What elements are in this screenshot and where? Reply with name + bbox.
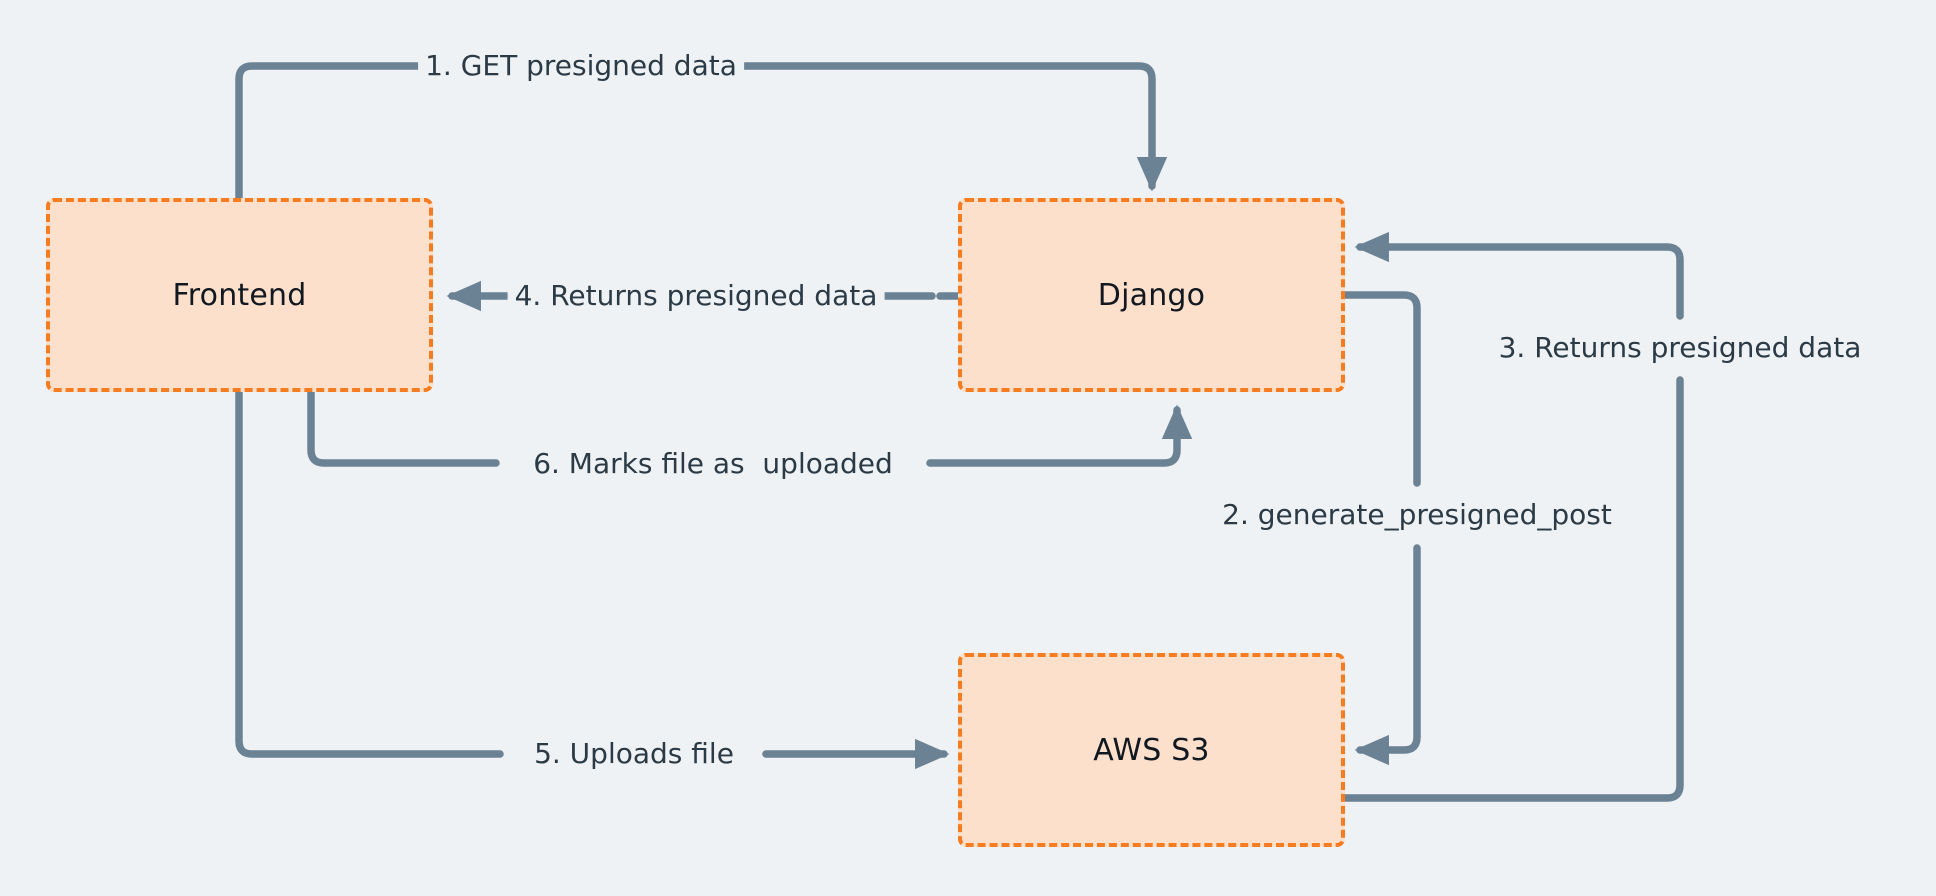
node-aws-s3-label: AWS S3 [1093, 732, 1210, 768]
edge-label-2: 2. generate_presigned_post [1215, 498, 1619, 532]
edge-2-path [1341, 291, 1421, 487]
edge-5-path [235, 388, 504, 758]
node-django-label: Django [1097, 277, 1206, 313]
edge-label-1: 1. GET presigned data [418, 49, 744, 83]
node-frontend[interactable]: Frontend [46, 198, 433, 392]
edge-2-path-b [1354, 544, 1421, 766]
edge-1-path-b [708, 62, 1168, 192]
node-aws-s3[interactable]: AWS S3 [958, 653, 1345, 847]
edge-3-path-b [1354, 231, 1684, 320]
edge-label-6: 6. Marks file as uploaded [526, 447, 900, 481]
edge-6-path-b [926, 404, 1193, 467]
node-django[interactable]: Django [958, 198, 1345, 392]
node-frontend-label: Frontend [172, 277, 307, 313]
edge-3-path [1341, 376, 1684, 802]
edge-label-3: 3. Returns presigned data [1491, 331, 1869, 365]
edge-1-path [235, 62, 454, 202]
edge-label-5: 5. Uploads file [527, 737, 741, 771]
edge-6-path [307, 388, 500, 467]
edge-label-4: 4. Returns presigned data [507, 279, 885, 313]
